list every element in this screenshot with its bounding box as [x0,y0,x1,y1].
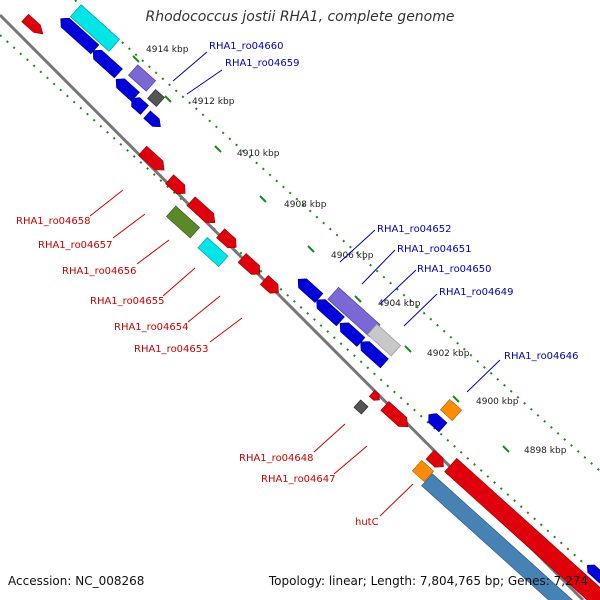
ruler-tick-mark [404,345,412,353]
gene-feature[interactable] [357,337,389,369]
gene-label-ro04655[interactable]: RHA1_ro04655 [90,296,165,307]
leader-line [112,213,146,239]
gene-feature[interactable] [21,13,47,37]
gene-feature[interactable] [57,14,100,55]
gene-feature[interactable] [138,145,169,174]
gene-feature[interactable] [294,275,324,303]
gene-feature[interactable] [353,399,369,415]
gene-label-ro04657[interactable]: RHA1_ro04657 [38,240,113,251]
gene-feature[interactable] [128,94,149,115]
gene-feature[interactable] [313,295,345,327]
genome-summary-text: Topology: linear; Length: 7,804,765 bp; … [268,574,588,588]
gene-feature[interactable] [444,457,600,600]
gene-label-ro04649[interactable]: RHA1_ro04649 [439,287,514,298]
gene-label-ro04654[interactable]: RHA1_ro04654 [114,322,189,333]
gene-feature[interactable] [197,237,229,267]
ruler-tick-mark [214,145,222,153]
gene-feature[interactable] [367,323,401,357]
gene-feature[interactable] [166,205,200,239]
leader-line [339,229,376,263]
gene-feature[interactable] [259,275,282,298]
ruler-tick-mark [164,95,172,103]
leader-line [379,483,414,517]
ruler-tick-label: 4900 kbp [476,397,519,407]
gene-label-ro04647[interactable]: RHA1_ro04647 [261,474,336,485]
gene-feature[interactable] [147,89,165,107]
accession-text: Accession: NC_008268 [8,574,145,588]
gene-feature[interactable] [411,460,435,482]
gene-labels[interactable]: RHA1_ro04660 RHA1_ro04659 RHA1_ro04658 R… [16,41,579,528]
leader-line [466,359,501,393]
gene-feature[interactable] [69,4,121,52]
gene-feature[interactable] [380,401,412,432]
gene-feature[interactable] [584,562,600,584]
label-leaders [89,51,501,517]
gene-label-ro04648[interactable]: RHA1_ro04648 [239,453,314,464]
reverse-outer-guide [74,0,600,472]
leader-line [361,249,396,285]
leader-line [186,69,223,95]
gene-label-ro04652[interactable]: RHA1_ro04652 [377,224,452,235]
leader-line [209,317,243,343]
ruler-tick-label: 4906 kbp [331,251,374,261]
leader-line [172,51,208,82]
gene-feature[interactable] [127,64,157,92]
gene-feature[interactable] [89,46,123,79]
gene-feature[interactable] [216,228,241,252]
ruler-tick-mark [259,195,267,203]
leader-line [187,295,221,323]
ruler-tick-mark [502,445,510,453]
leader-line [313,423,346,453]
gene-label-ro04653[interactable]: RHA1_ro04653 [134,344,209,355]
ruler-tick-label: 4908 kbp [284,200,327,210]
ruler-ticks: 4914 kbp 4912 kbp 4910 kbp 4908 kbp 4906… [132,45,567,456]
ruler-tick-label: 4914 kbp [146,45,189,55]
gene-label-ro04651[interactable]: RHA1_ro04651 [397,244,472,255]
leader-line [333,445,368,475]
gene-feature[interactable] [425,449,447,471]
gene-label-ro04660[interactable]: RHA1_ro04660 [209,41,284,52]
ruler-tick-label: 4910 kbp [237,149,280,159]
ruler-tick-mark [452,395,460,403]
gene-feature[interactable] [112,75,140,102]
gene-label-hutC[interactable]: hutC [355,517,379,528]
ruler-tick-label: 4898 kbp [524,446,567,456]
gene-feature[interactable] [425,410,448,433]
ruler-tick-label: 4904 kbp [378,299,421,309]
ruler-tick-label: 4902 kbp [427,349,470,359]
gene-label-ro04659[interactable]: RHA1_ro04659 [225,58,300,69]
gene-label-ro04646[interactable]: RHA1_ro04646 [504,351,579,362]
leader-line [136,239,170,265]
gene-feature[interactable] [165,174,190,198]
gene-feature[interactable] [237,253,264,279]
leader-line [379,269,417,305]
ruler-tick-mark [354,295,362,303]
gene-feature[interactable] [143,110,164,130]
leader-line [162,267,196,297]
ruler-tick-label: 4912 kbp [192,97,235,107]
gene-label-ro04656[interactable]: RHA1_ro04656 [62,266,137,277]
gene-label-ro04658[interactable]: RHA1_ro04658 [16,216,91,227]
gene-feature[interactable] [336,319,366,347]
gene-feature[interactable] [186,196,219,227]
gene-label-ro04650[interactable]: RHA1_ro04650 [417,264,492,275]
gene-feature[interactable] [421,473,589,600]
leader-line [89,189,124,217]
genome-title: Rhodococcus jostii RHA1, complete genome [145,9,455,25]
gene-feature[interactable] [439,399,463,421]
leader-line [403,293,438,327]
ruler-tick-mark [132,55,140,63]
gene-feature[interactable] [368,389,382,403]
gene-features[interactable] [21,4,600,600]
ruler-tick-mark [307,245,315,253]
